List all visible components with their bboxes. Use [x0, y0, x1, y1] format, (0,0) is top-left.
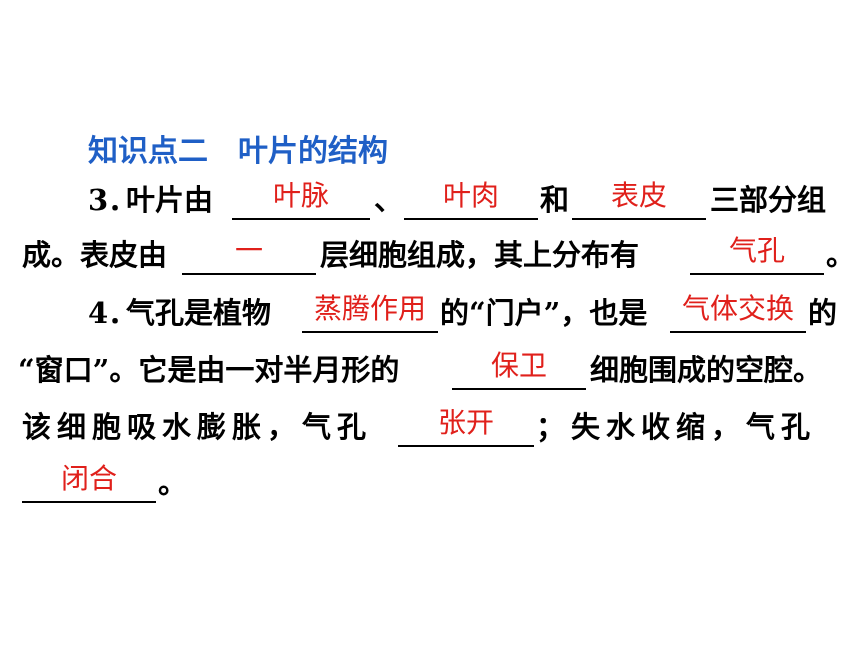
q3-answer-3: 表皮 — [610, 179, 667, 212]
q3-text-5: 成。表皮由 — [22, 238, 168, 272]
q4-number: 4． — [88, 296, 138, 330]
q4-answer-1: 蒸腾作用 — [313, 292, 426, 325]
q3-text-2: 、 — [374, 183, 404, 217]
q3-answer-5: 气孔 — [728, 234, 785, 267]
q4-answer-4: 张开 — [437, 406, 494, 439]
q4-text-8: 。 — [158, 466, 188, 500]
q3-text-1: 叶片由 — [126, 183, 214, 217]
q3-blank-3: 表皮 — [572, 179, 706, 220]
section-heading: 知识点二 叶片的结构 — [88, 134, 388, 169]
q3-answer-1: 叶脉 — [272, 179, 329, 212]
q3-text-6: 层细胞组成，其上分布有 — [320, 238, 640, 272]
q4-answer-3: 保卫 — [490, 349, 547, 382]
q3-answer-4: 一 — [234, 234, 263, 267]
q4-answer-5: 闭合 — [60, 462, 117, 495]
q4-text-4: “窗口”。它是由一对半月形的 — [18, 353, 400, 387]
q4-blank-2: 气体交换 — [670, 292, 806, 333]
q3-blank-1: 叶脉 — [232, 179, 370, 220]
q3-text-7: 。 — [826, 238, 856, 272]
q3-answer-2: 叶肉 — [442, 179, 499, 212]
q3-blank-2: 叶肉 — [404, 179, 538, 220]
q4-text-6: 该细胞吸水膨胀，气孔 — [22, 410, 373, 444]
q4-text-1: 气孔是植物 — [126, 296, 272, 330]
q4-text-3: 的 — [808, 296, 838, 330]
q4-blank-4: 张开 — [398, 406, 534, 447]
q4-text-7: ；失水收缩，气孔 — [536, 410, 817, 444]
q4-text-2: 的“门户”，也是 — [440, 296, 648, 330]
q3-text-3: 和 — [540, 183, 570, 217]
q4-answer-2: 气体交换 — [681, 292, 794, 325]
q4-blank-3: 保卫 — [452, 349, 586, 390]
q4-blank-1: 蒸腾作用 — [302, 292, 438, 333]
q4-text-5: 细胞围成的空腔。 — [590, 353, 823, 387]
q3-number: 3． — [88, 183, 138, 217]
q3-text-4: 三部分组 — [710, 183, 827, 217]
q3-blank-4: 一 — [182, 234, 316, 275]
q4-blank-5: 闭合 — [22, 462, 156, 503]
q3-blank-5: 气孔 — [690, 234, 824, 275]
